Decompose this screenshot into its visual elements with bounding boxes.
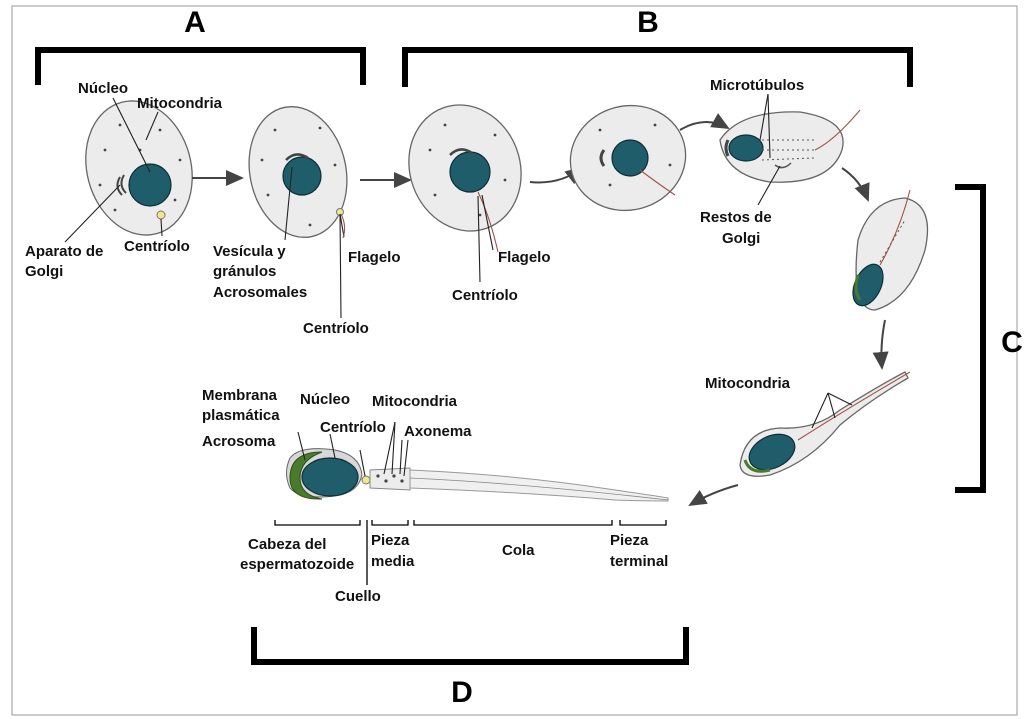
label-pieza-media-2: media [371,553,415,570]
label-cabeza-2: espermatozoide [240,556,354,573]
label-pieza-media-1: Pieza [371,532,410,549]
label-cuello: Cuello [335,588,381,605]
bracket-b: B [405,6,910,84]
cell-3 [391,89,538,247]
stage-label-a: A [184,6,206,39]
spermatozoon [287,449,669,501]
bracket-a: A [38,6,363,82]
label-membrana-1: Membrana [202,387,278,404]
label-centriolo-1: Centríolo [124,238,190,255]
label-vesicula-2: gránulos [213,263,276,280]
label-cola: Cola [502,542,535,559]
label-flagelo-2: Flagelo [348,249,401,266]
label-centriolo-2: Centríolo [303,320,369,337]
label-mitocondria-1: Mitocondria [137,95,223,112]
label-restos-golgi-1: Restos de [700,209,772,226]
label-mitocondria-d: Mitocondria [372,393,458,410]
label-vesicula-1: Vesícula y [213,243,286,260]
label-pieza-terminal-2: terminal [610,553,668,570]
label-vesicula-3: Acrosomales [213,284,307,301]
label-axonema: Axonema [404,423,472,440]
stage-label-b: B [637,6,659,39]
label-membrana-2: plasmática [202,407,280,424]
label-pieza-terminal-1: Pieza [610,532,649,549]
label-nucleo-1: Núcleo [78,80,128,97]
label-microtubulos: Microtúbulos [710,77,804,94]
label-restos-golgi-2: Golgi [722,230,760,247]
stage-label-c: C [1001,326,1023,359]
label-nucleo-d: Núcleo [300,391,350,408]
label-aparato-golgi-1: Aparato de [25,243,103,260]
bracket-d: D [254,630,686,709]
label-cabeza-1: Cabeza del [248,536,326,553]
label-mitocondria-c: Mitocondria [705,375,791,392]
bracket-c: C [958,187,1023,490]
cell-5 [720,110,860,182]
cell-4 [559,93,698,223]
stage-label-d: D [451,676,473,709]
label-centriolo-d: Centríolo [320,419,386,436]
cell-6 [847,190,928,310]
label-acrosoma: Acrosoma [202,433,276,450]
label-centriolo-3: Centríolo [452,287,518,304]
label-aparato-golgi-2: Golgi [25,263,63,280]
label-flagelo-3: Flagelo [498,249,551,266]
cell-1 [71,89,207,247]
